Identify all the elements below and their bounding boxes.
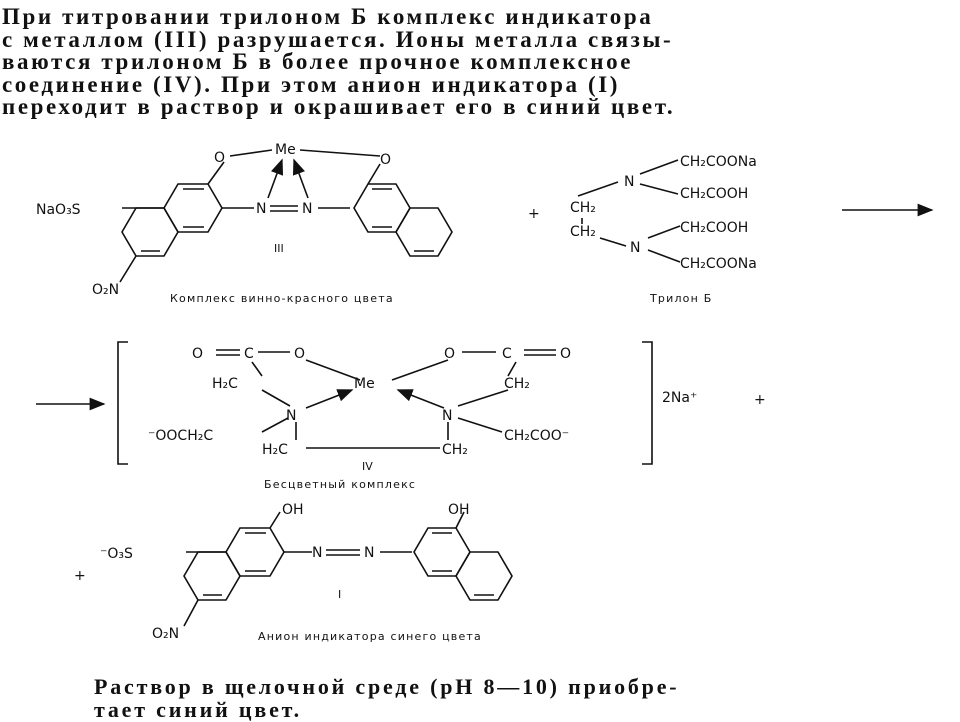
iv-anion-right: CH₂COO⁻: [504, 428, 569, 444]
bracket-left: [117, 341, 128, 465]
intro-line: переходит в раствор и окрашивает его в с…: [2, 94, 676, 119]
plus-sign-1: +: [528, 206, 540, 222]
caption-complex-iii: Комплекс винно-красного цвета: [170, 292, 394, 305]
sulfonate-group-iii: NaO₃S: [36, 202, 81, 218]
label-iii: III: [274, 242, 284, 255]
oh-right-i: OH: [448, 502, 470, 518]
oh-left-i: OH: [282, 502, 304, 518]
intro-line: соединение (IV). При этом анион индикато…: [2, 71, 621, 97]
nitro-group-iii: O₂N: [92, 282, 119, 298]
label-i: I: [338, 588, 341, 601]
nitrogen-1-i: N: [312, 545, 322, 561]
iv-o-left: O: [294, 346, 305, 362]
trilon-arm-1: CH₂COONa: [680, 154, 757, 170]
iv-c-left: C: [244, 346, 254, 362]
trilon-arm-4: CH₂COONa: [680, 256, 757, 272]
plus-sign-2: +: [754, 392, 766, 408]
outro-line: Раствор в щелочной среде (рН 8—10) приоб…: [94, 674, 680, 699]
oxygen-right-iii: O: [380, 152, 391, 168]
nitrogen-2-iii: N: [302, 201, 312, 217]
iv-o-double-left: O: [192, 346, 203, 362]
complex-iv-structure: [216, 349, 556, 449]
intro-paragraph: При титровании трилоном Б комплекс индик…: [2, 4, 676, 119]
nitrogen-2-i: N: [364, 545, 374, 561]
trilon-ch2-bottom: CH₂: [570, 224, 596, 240]
trilon-b-structure: [577, 159, 681, 263]
sulfonate-group-i: ⁻O₃S: [100, 546, 133, 562]
nitrogen-1-iii: N: [256, 201, 266, 217]
iv-bridge-left: H₂C: [262, 442, 288, 458]
complex-iii-structure: [119, 149, 453, 283]
trilon-n-bottom: N: [630, 240, 640, 256]
iv-bridge-right: CH₂: [442, 442, 468, 458]
iv-n-right: N: [442, 408, 452, 424]
metal-me-iv: Me: [354, 376, 375, 392]
intro-line: с металлом (III) разрушается. Ионы метал…: [2, 26, 674, 52]
plus-sign-3: +: [74, 568, 86, 584]
outro-paragraph: Раствор в щелочной среде (рН 8—10) приоб…: [94, 674, 680, 722]
intro-line: ваются трилоном Б в более прочное компле…: [2, 49, 634, 74]
iv-n-left: N: [286, 408, 296, 424]
iv-o-right: O: [444, 346, 455, 362]
iv-anion-left: ⁻OOCH₂C: [148, 428, 213, 444]
caption-complex-iv: Бесцветный комплекс: [264, 478, 416, 491]
counterion-2na: 2Na⁺: [662, 390, 697, 406]
iv-ch2-right: CH₂: [504, 376, 530, 392]
oxygen-left-iii: O: [214, 150, 225, 166]
intro-line: При титровании трилоном Б комплекс индик…: [2, 4, 654, 29]
caption-anion-i: Анион индикатора синего цвета: [258, 630, 482, 643]
trilon-arm-2: CH₂COOH: [680, 186, 748, 202]
trilon-ch2-top: CH₂: [570, 200, 596, 216]
label-iv: IV: [362, 460, 373, 473]
iv-h2c-left: H₂C: [212, 376, 238, 392]
outro-line: тает синий цвет.: [94, 696, 302, 722]
trilon-arm-3: CH₂COOH: [680, 220, 748, 236]
anion-i-structure: [183, 511, 513, 627]
trilon-n-top: N: [624, 174, 634, 190]
nitro-group-i: O₂N: [152, 626, 179, 642]
bracket-right: [642, 341, 653, 465]
metal-me-iii: Me: [275, 142, 296, 158]
iv-c-right: C: [502, 346, 512, 362]
caption-trilon-b: Трилон Б: [649, 292, 712, 305]
iv-o-double-right: O: [560, 346, 571, 362]
